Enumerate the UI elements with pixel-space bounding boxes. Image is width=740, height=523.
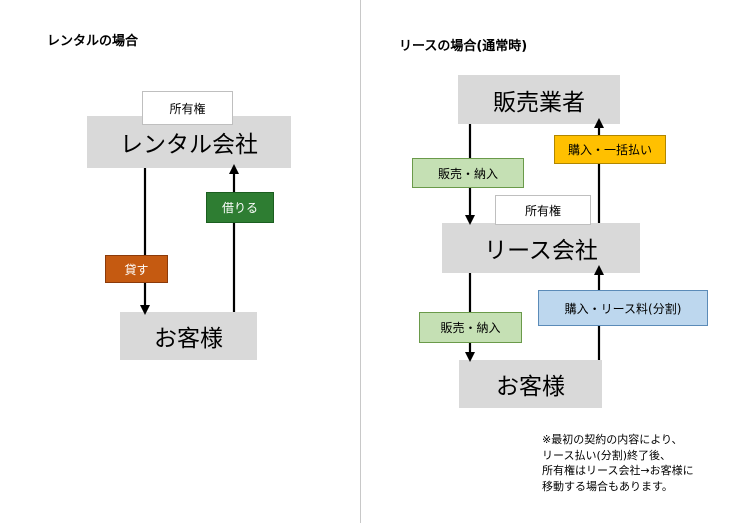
note-line: ※最初の契約の内容により、 [542,433,683,446]
customer-to-lease-arrow-head [594,265,604,275]
note-line: 所有権はリース会社→お客様に [542,464,694,477]
note-line: リース払い(分割)終了後、 [542,448,672,462]
rental-title: レンタルの場合 [47,34,139,49]
lease-ownership-tag: 所有権 [495,195,591,225]
lease-customer-box: お客様 [459,360,602,408]
rental-panel: レンタルの場合 レンタル会社 所有権 お客様 貸す 借りる [0,0,361,523]
vendor-box: 販売業者 [458,75,620,124]
borrow-arrow-head [229,164,239,174]
borrow-label: 借りる [206,192,274,223]
rental-customer-box: お客様 [120,312,257,360]
vendor-to-lease-label: 販売・納入 [412,158,524,188]
lease-title: リースの場合(通常時) [399,39,528,54]
lease-note: ※最初の契約の内容により、 リース払い(分割)終了後、 所有権はリース会社→お客… [542,432,694,494]
lend-arrow-head [140,305,150,315]
rental-ownership-tag: 所有権 [142,91,233,125]
vendor-to-lease-arrow-head [465,215,475,225]
lease-company-box: リース会社 [442,223,640,273]
lease-to-customer-label: 販売・納入 [419,312,522,343]
lease-to-vendor-arrow-head [594,118,604,128]
lease-to-customer-arrow-head [465,352,475,362]
rental-company-box: レンタル会社 [87,116,291,168]
note-line: 移動する場合もあります。 [542,479,673,493]
lease-panel: リースの場合(通常時) 販売業者 リース会社 所有権 お客様 販売・納入 購入・… [361,0,740,523]
customer-to-lease-label: 購入・リース料(分割) [538,290,708,326]
lend-label: 貸す [105,255,168,283]
rental-arrows [140,164,239,315]
lease-to-vendor-label: 購入・一括払い [554,135,666,164]
